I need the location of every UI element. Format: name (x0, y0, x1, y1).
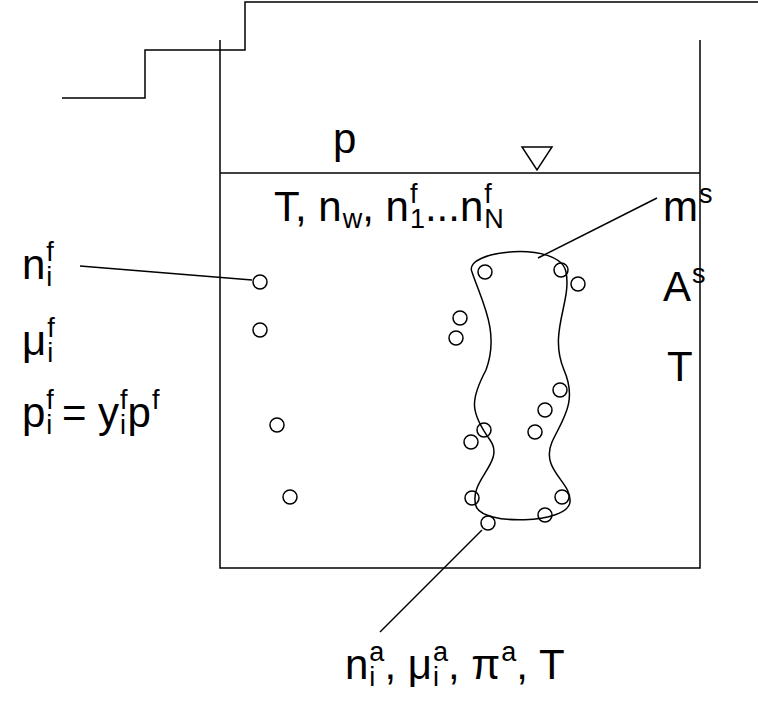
symbol-text: , μ (384, 640, 432, 690)
subscript: i (46, 265, 54, 290)
symbol-text: A (663, 262, 691, 312)
subscript: i (433, 665, 448, 690)
superscript: f (47, 316, 55, 341)
index-stack: fN (484, 182, 504, 232)
leader-line (80, 266, 252, 280)
index-stack: s (692, 262, 706, 312)
fluid-surface (220, 172, 700, 174)
index-stack: s (699, 182, 713, 232)
subscript (501, 665, 516, 690)
formula-label: nai, μai, πa, T (345, 640, 565, 690)
symbol-text: , π (448, 640, 500, 690)
superscript: f (120, 388, 128, 413)
formula-label: pfi= yfipf (22, 388, 159, 438)
index-stack: f (152, 388, 160, 438)
superscript: f (46, 240, 54, 265)
subscript: i (47, 341, 55, 366)
superscript: a (501, 640, 516, 665)
vessel-wall (220, 40, 700, 568)
formula-label: T, nw, nf1...nfN (274, 182, 504, 232)
subscript: i (369, 665, 384, 690)
symbol-text: T (667, 342, 693, 392)
index-stack: fi (46, 240, 54, 290)
index-stack: fi (47, 316, 55, 366)
formula-label: T (667, 342, 693, 392)
symbol-text: p (128, 388, 151, 438)
subscript: i (120, 413, 128, 438)
subscript (152, 413, 160, 438)
symbol-text: = y (62, 388, 119, 438)
superscript: s (692, 262, 706, 287)
index-stack: ai (433, 640, 448, 690)
symbol-text: μ (22, 316, 46, 366)
superscript: a (433, 640, 448, 665)
level-triangle (522, 147, 552, 170)
formula-label: As (663, 262, 706, 312)
leader-line (538, 198, 657, 258)
subscript (692, 287, 706, 312)
subscript: 1 (410, 207, 425, 232)
index-stack: w (343, 182, 363, 232)
superscript: f (410, 182, 425, 207)
symbol-text: , T (516, 640, 564, 690)
subscript (699, 207, 713, 232)
symbol-text: p (333, 114, 356, 164)
superscript (343, 182, 363, 207)
symbol-text: T, n (274, 182, 342, 232)
formula-label: nfi (22, 240, 54, 290)
subscript: i (46, 413, 54, 438)
index-stack: fi (46, 388, 54, 438)
superscript: f (484, 182, 504, 207)
symbol-text: n (345, 640, 368, 690)
superscript: f (152, 388, 160, 413)
symbol-text: m (663, 182, 698, 232)
symbol-text: ...n (425, 182, 483, 232)
superscript: s (699, 182, 713, 207)
leader-line (380, 530, 482, 632)
superscript: a (369, 640, 384, 665)
stair-line (62, 2, 758, 98)
symbol-text: n (22, 240, 45, 290)
symbol-text: p (22, 388, 45, 438)
index-stack: fi (120, 388, 128, 438)
index-stack: ai (369, 640, 384, 690)
formula-label: ms (663, 182, 713, 232)
fluid-molecules (253, 275, 297, 504)
solid-adsorbent (471, 252, 570, 520)
formula-label: μfi (22, 316, 55, 366)
index-stack: a (501, 640, 516, 690)
subscript: N (484, 207, 504, 232)
adsorbed-molecules (449, 263, 585, 530)
superscript: f (46, 388, 54, 413)
index-stack: f1 (410, 182, 425, 232)
symbol-text: , n (362, 182, 409, 232)
formula-label: p (333, 114, 356, 164)
subscript: w (343, 207, 363, 232)
